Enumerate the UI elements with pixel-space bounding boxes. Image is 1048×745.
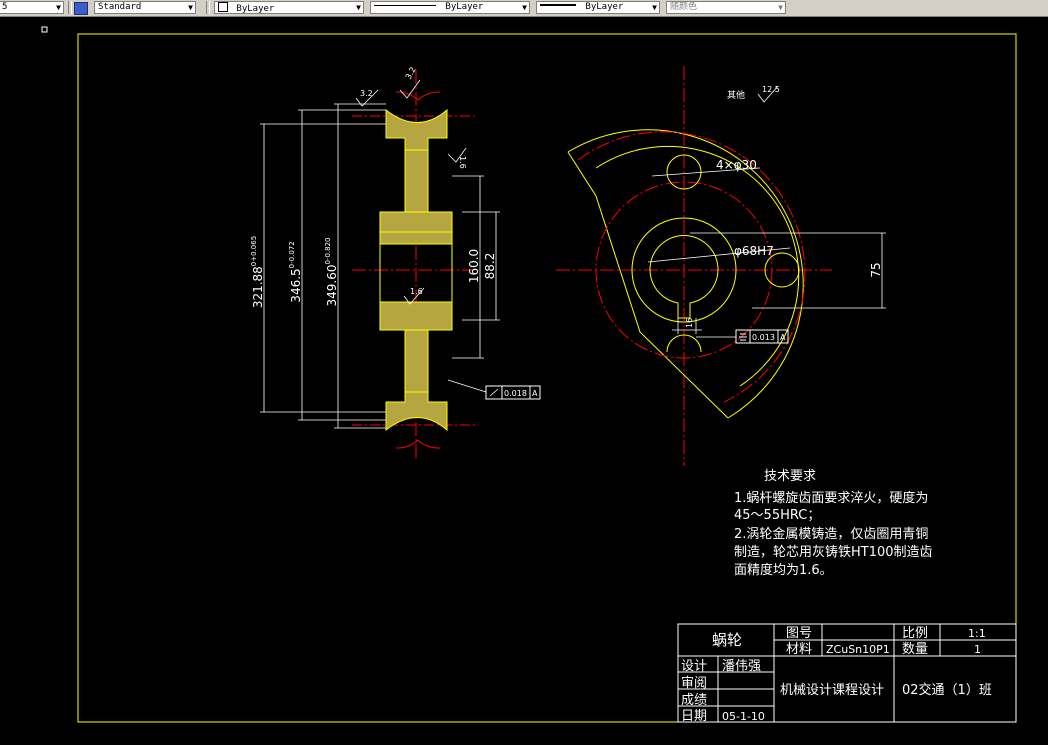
tech-line-3: 2.涡轮金属模铸造，仅齿圈用青铜: [734, 526, 928, 542]
tolerance-frame-2: 0.013 A: [735, 329, 789, 344]
linetype-combo[interactable]: ByLayer ▼: [370, 1, 530, 14]
dim-d3: 349.600-0.820: [324, 237, 339, 306]
hub-top-hatch: [379, 211, 453, 245]
tol-value-2: 0.013: [752, 333, 775, 342]
roughness-symbol-other: [757, 85, 779, 103]
tech-title: 技术要求: [764, 469, 816, 484]
bore-leader: [647, 247, 791, 263]
chevron-down-icon[interactable]: ▼: [652, 3, 657, 12]
text-style-combo[interactable]: Standard ▼: [94, 1, 196, 14]
dim-d6: 75: [869, 262, 883, 277]
tb-qty-label: 数量: [902, 642, 928, 657]
roughness-r3: 1.6: [458, 156, 467, 169]
hub-circle: [631, 217, 737, 323]
scale-combo[interactable]: 5 ▼: [0, 1, 64, 14]
dim-75-lines: [690, 232, 886, 309]
vertical-dimensions: [260, 103, 500, 429]
hole-pitch-circle: [595, 181, 773, 359]
tb-date-label: 日期: [681, 709, 707, 724]
color-value: ByLayer: [236, 4, 275, 14]
dim-d2: 346.50-0.072: [288, 241, 303, 302]
technical-requirements: 技术要求 1.蜗杆螺旋齿面要求淬火，硬度为 45～55HRC； 2.涡轮金属模铸…: [734, 469, 933, 578]
dim-hole: 4×φ30: [716, 158, 757, 172]
chevron-down-icon[interactable]: ▼: [522, 3, 527, 12]
dim-d4: 160.0: [467, 249, 481, 283]
linetype-value: ByLayer: [445, 2, 484, 12]
tol-datum-1: A: [532, 389, 538, 398]
drawing-canvas[interactable]: 321.880+0.065 346.50-0.072 349.600-0.820…: [0, 17, 1048, 741]
roughness-symbols: [355, 79, 467, 305]
pitch-circle: [577, 131, 806, 403]
tech-line-4: 制造，轮芯用灰铸铁HT100制造齿: [734, 544, 933, 560]
tb-course: 机械设计课程设计: [780, 683, 884, 698]
dim-d1: 321.880+0.065: [250, 236, 265, 308]
hub-bottom-hatch: [379, 301, 453, 331]
tb-date-value: 05-1-10: [722, 710, 765, 723]
ucs-marker: [41, 26, 48, 33]
bore-with-keyway: [649, 235, 719, 319]
tol-value-1: 0.018: [504, 389, 527, 398]
tech-line-1: 1.蜗杆螺旋齿面要求淬火，硬度为: [734, 490, 928, 506]
text-style-value: Standard: [98, 2, 142, 12]
lineweight-line-icon: [540, 4, 576, 6]
roughness-r4: 1.6: [410, 287, 423, 296]
chevron-down-icon[interactable]: ▼: [356, 3, 361, 12]
linetype-line-icon: [374, 5, 436, 6]
color-swatch-icon: [218, 2, 228, 12]
tip-circle: [567, 129, 804, 419]
other-roughness-label: 其他: [727, 89, 745, 101]
tol-datum-2: A: [780, 333, 786, 342]
dim-bore: φ68H7: [734, 244, 774, 258]
web-bottom-hatch: [404, 329, 429, 393]
lineweight-value: ByLayer: [585, 2, 624, 12]
tb-qty-value: 1: [974, 643, 981, 656]
hole-leader: [651, 167, 761, 177]
roughness-r1: 3.2: [360, 89, 373, 98]
tb-scale-label: 比例: [902, 626, 928, 641]
text-style-icon[interactable]: [74, 2, 88, 15]
dim-keyway: 16: [685, 318, 694, 328]
tb-scale-value: 1:1: [968, 627, 986, 640]
color-combo[interactable]: ByLayer ▼: [214, 1, 364, 14]
tolerance-frame-1: 0.018 A: [447, 379, 541, 400]
break-line: [567, 151, 729, 419]
keyway-dim-lines: [672, 318, 736, 338]
web-top-hatch: [404, 149, 429, 213]
plotstyle-combo[interactable]: 随颜色 ▼: [666, 1, 786, 14]
root-circle: [595, 145, 800, 387]
scale-combo-value: 5: [2, 2, 8, 12]
toolbar-separator: [68, 1, 72, 14]
roughness-r5: 12.5: [762, 85, 780, 94]
bore-outline: [379, 243, 453, 303]
chevron-down-icon[interactable]: ▼: [56, 3, 61, 12]
tech-line-2: 45～55HRC；: [734, 508, 820, 523]
tb-class-name: 02交通（1）班: [902, 682, 992, 698]
section-view: 321.880+0.065 346.50-0.072 349.600-0.820…: [250, 65, 541, 458]
chevron-down-icon[interactable]: ▼: [188, 3, 193, 12]
tb-review-label: 审阅: [681, 676, 707, 691]
toolbar-separator: [206, 1, 210, 14]
chevron-down-icon[interactable]: ▼: [778, 3, 783, 12]
front-view: 4×φ30 φ68H7 75 16 0.013 A 其他 12.5: [556, 66, 886, 466]
lightening-hole-bottom: [666, 334, 702, 353]
title-block: 蜗轮 图号 材料 ZCuSn10P1 比例 1:1 数量 1 设计 潘伟强 审阅…: [677, 623, 1017, 724]
drawing-svg: 321.880+0.065 346.50-0.072 349.600-0.820…: [41, 26, 1017, 724]
tb-grade-label: 成绩: [681, 693, 707, 708]
tb-part-name: 蜗轮: [712, 631, 742, 649]
tb-design-label: 设计: [681, 659, 707, 674]
tb-material-value: ZCuSn10P1: [826, 643, 890, 656]
drawing-frame: [77, 33, 1017, 723]
tb-designer: 潘伟强: [722, 659, 761, 674]
tech-line-5: 面精度均为1.6。: [734, 562, 833, 578]
lightening-hole-right: [764, 252, 800, 288]
plotstyle-value: 随颜色: [670, 2, 698, 12]
tb-material-label: 材料: [786, 642, 812, 657]
dim-d5: 88.2: [483, 253, 497, 280]
lineweight-combo[interactable]: ByLayer ▼: [536, 1, 660, 14]
properties-toolbar: 5 ▼ Standard ▼ ByLayer ▼ ByLayer ▼ ByLay…: [0, 0, 1048, 17]
throat-arcs: [395, 91, 441, 449]
tb-drawing-no-label: 图号: [786, 626, 812, 641]
